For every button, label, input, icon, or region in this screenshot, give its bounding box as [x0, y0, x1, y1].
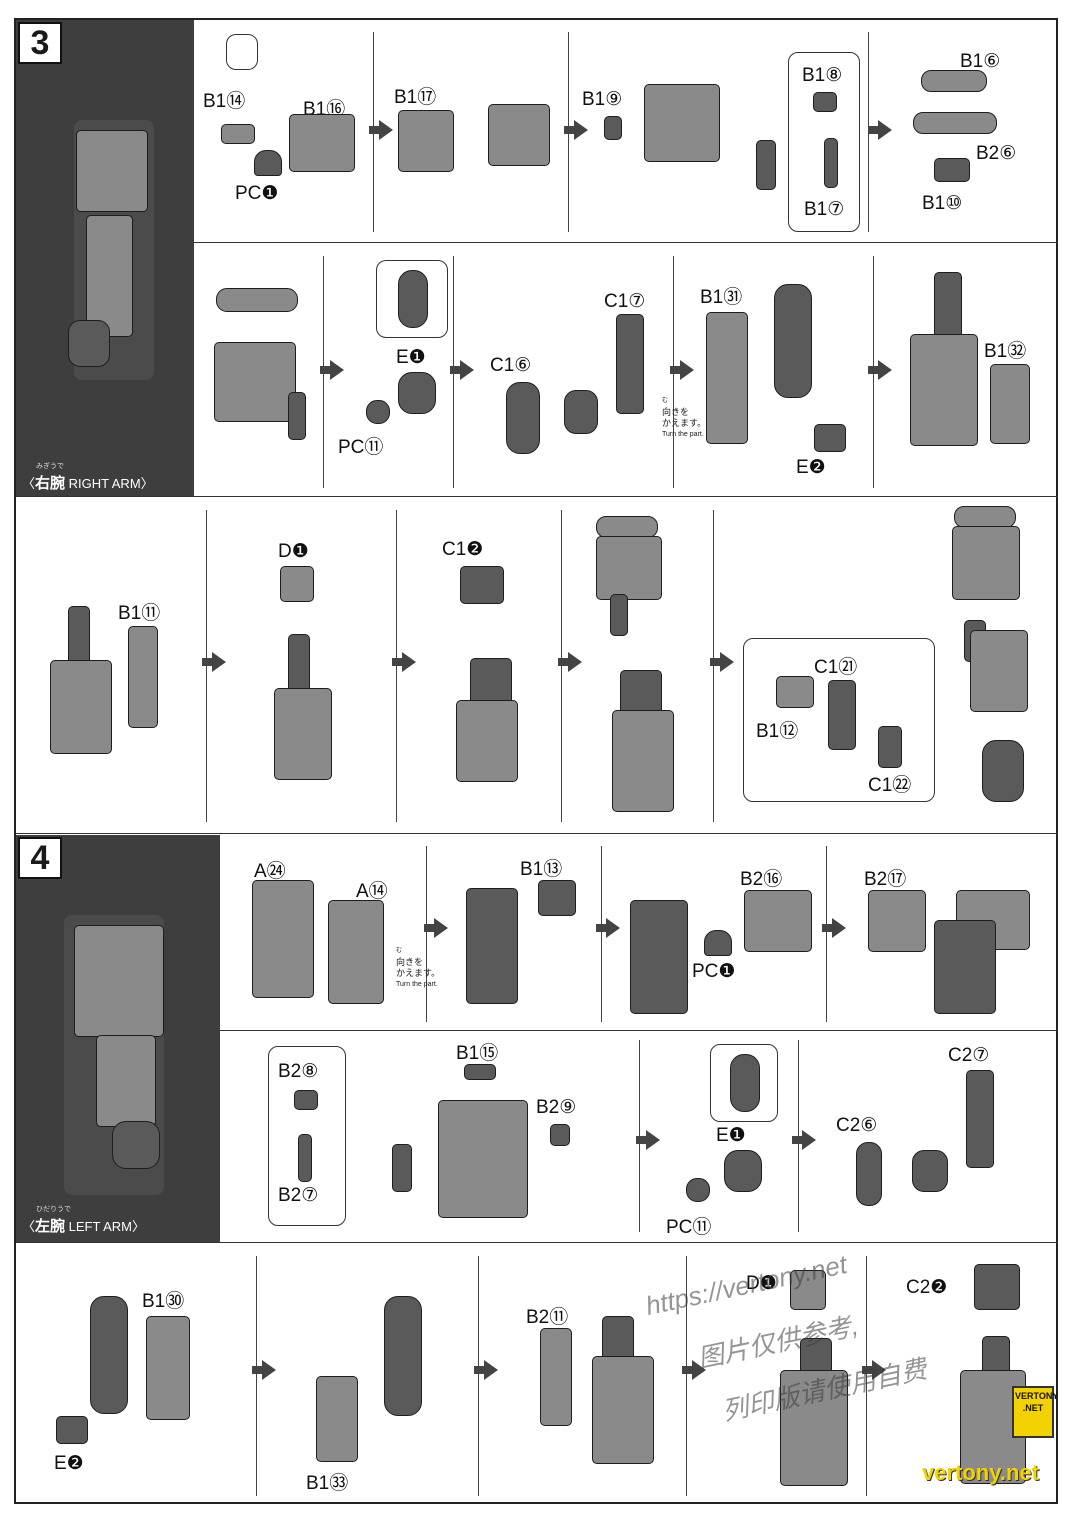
part-label: B1⑦: [804, 199, 845, 220]
part-label: B2⑨: [536, 1097, 577, 1118]
part-label: B1⑫: [756, 721, 799, 742]
assembled-arm-illustration: [76, 130, 148, 212]
step-arrow: [636, 1130, 660, 1150]
step-arrow: [450, 360, 474, 380]
step-divider: [16, 833, 1058, 834]
turn-note: む 向きを かえます。 Turn the part.: [396, 948, 441, 988]
part-label: E❶: [716, 1125, 746, 1146]
step-arrow: [822, 918, 846, 938]
step-arrow: [792, 1130, 816, 1150]
step-arrow: [596, 918, 620, 938]
part-label: B2⑥: [976, 143, 1017, 164]
part-label: PC❶: [235, 183, 279, 204]
step-arrow: [320, 360, 344, 380]
step-number: 3: [18, 22, 62, 64]
part-label: C2❷: [906, 1277, 948, 1298]
turn-note: む 向きを かえます。 Turn the part.: [662, 398, 707, 438]
step-arrow: [682, 1360, 706, 1380]
part-label: B1⑨: [582, 89, 623, 110]
part-label: B1⑪: [118, 603, 161, 624]
instruction-sheet: 3 みぎうで 〈右腕 RIGHT ARM〉 B1⑭ B1⑯ PC❶ B1⑰ B1…: [14, 18, 1058, 1504]
step4-side-panel: 4 ひだりうで 〈左腕 LEFT ARM〉: [16, 835, 220, 1242]
step-arrow: [392, 652, 416, 672]
part-label: PC❶: [692, 961, 736, 982]
part-label: C2⑦: [948, 1045, 990, 1066]
part-label: A⑭: [356, 881, 388, 902]
part-label: A㉔: [254, 861, 286, 882]
part-label: B2⑰: [864, 869, 907, 890]
arm-label: みぎうで 〈右腕 RIGHT ARM〉: [22, 463, 154, 492]
part-label: B1㉚: [142, 1291, 185, 1312]
step-arrow: [558, 652, 582, 672]
part-label: C1❷: [442, 539, 484, 560]
part-label: B2⑦: [278, 1185, 319, 1206]
row-divider: [194, 242, 1058, 243]
part-label: PC⑪: [338, 437, 384, 458]
part-label: B1⑬: [520, 859, 563, 880]
step-arrow: [474, 1360, 498, 1380]
watermark-text: 图片仅供参考,: [694, 1310, 861, 1374]
watermark-badge: VERTONY .NET: [1012, 1386, 1058, 1438]
part-label: C2⑥: [836, 1115, 878, 1136]
part-label: E❷: [796, 457, 826, 478]
step-arrow: [369, 120, 393, 140]
part-label: C1㉑: [814, 657, 858, 678]
step-arrow: [424, 918, 448, 938]
part-label: B2⑪: [526, 1307, 569, 1328]
part-label: B1⑧: [802, 65, 843, 86]
arm-label: ひだりうで 〈左腕 LEFT ARM〉: [22, 1206, 146, 1235]
part-label: B1⑰: [394, 87, 437, 108]
step-arrow: [202, 652, 226, 672]
step-arrow: [868, 120, 892, 140]
step-arrow: [868, 360, 892, 380]
part-label: B1⑭: [203, 91, 246, 112]
step-number: 4: [18, 837, 62, 879]
part-label: B2⑯: [740, 869, 783, 890]
step-arrow: [710, 652, 734, 672]
part-label: PC⑪: [666, 1217, 712, 1238]
part-callout: [226, 34, 258, 70]
step-arrow: [564, 120, 588, 140]
watermark-site: vertony.net: [922, 1460, 1039, 1485]
part-label: E❷: [54, 1453, 84, 1474]
part-label: C1⑦: [604, 291, 646, 312]
step-arrow: [252, 1360, 276, 1380]
part-label: B1㉝: [306, 1473, 349, 1494]
step-arrow: [670, 360, 694, 380]
part-label: B1㉛: [700, 287, 743, 308]
part-label: B2⑧: [278, 1061, 319, 1082]
part-label: B1㉜: [984, 341, 1027, 362]
row-divider: [16, 496, 1058, 497]
assembled-arm-illustration: [74, 925, 164, 1037]
row-divider: [220, 1030, 1058, 1031]
part-label: D❶: [746, 1273, 777, 1294]
row-divider: [16, 1242, 1058, 1243]
part-label: C1⑥: [490, 355, 532, 376]
part-label: B1⑩: [922, 193, 963, 214]
part-label: B1⑮: [456, 1043, 499, 1064]
step-arrow: [862, 1360, 886, 1380]
part-label: C1㉒: [868, 775, 912, 796]
part-label: D❶: [278, 541, 309, 562]
watermark-url: https://vertony.net: [643, 1249, 850, 1321]
part-label: B1⑥: [960, 51, 1001, 72]
part-label: E❶: [396, 347, 426, 368]
step3-side-panel: 3 みぎうで 〈右腕 RIGHT ARM〉: [16, 20, 194, 496]
